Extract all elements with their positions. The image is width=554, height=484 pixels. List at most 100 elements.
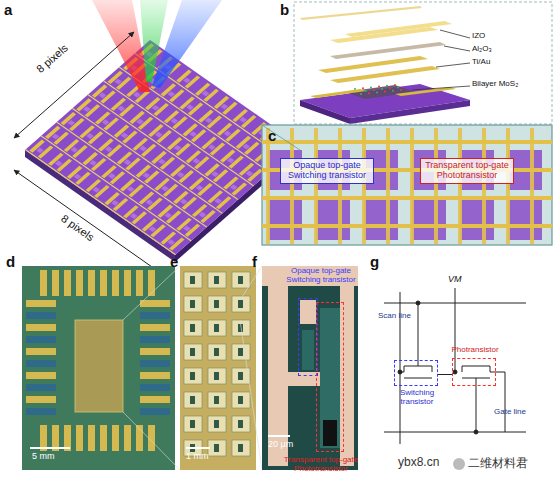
illustration-shape [508,200,542,240]
illustration-shape [262,128,552,244]
illustration-shape [183,123,199,136]
callout-box: Opaque top-gate Switching transistor [280,158,374,184]
illustration-shape [129,111,145,124]
illustration-shape [158,205,174,218]
illustration-shape [86,179,102,192]
illustration-shape [397,87,399,89]
illustration-shape [171,118,179,124]
illustration-shape [83,106,91,112]
light-beams [92,0,222,92]
illustration-shape [95,111,111,124]
illustration-shape [338,128,342,244]
illustration-shape [100,425,107,451]
illustration-shape [76,98,92,111]
illustration-shape [410,128,414,244]
panel-letter: d [6,254,15,271]
illustration-shape [75,320,123,412]
illustration-shape [362,128,366,244]
illustration-shape [217,123,233,136]
illustration-shape [143,172,151,178]
illustration-shape [140,360,170,367]
node-text: Opaque top-gate Switching transistor [284,161,370,181]
illustration-shape [184,320,202,336]
illustration-shape [130,213,138,219]
illustration-shape [61,112,77,125]
illustration-shape [214,96,230,109]
illustration-shape [86,133,94,139]
illustration-shape [232,440,250,456]
illustration-shape [76,425,83,451]
illustration-shape [239,163,255,176]
illustration-shape [232,272,250,288]
illustration-shape [412,200,446,240]
panel-letter: a [4,2,12,19]
illustration-shape [190,276,195,284]
illustration-shape [505,372,506,432]
illustration-shape [179,96,195,109]
illustration-shape [199,212,207,218]
illustration-shape [55,161,63,167]
illustration-shape [474,430,478,434]
illustration-shape [238,348,243,356]
illustration-shape [323,420,337,446]
illustration-shape [404,366,432,372]
illustration-shape [350,100,470,124]
illustration-shape [386,85,388,87]
illustration-shape [184,296,202,312]
illustration-shape [64,270,71,296]
illustration-shape [300,300,316,324]
illustration-shape [26,336,56,343]
illustration-shape [268,286,288,466]
illustration-shape [436,63,470,67]
scale-bar-label: 5 mm [32,452,55,462]
illustration-shape [164,212,172,218]
illustration-shape [151,151,167,164]
illustration-shape [208,272,226,288]
illustration-shape [345,21,452,37]
illustration-shape [240,266,262,300]
illustration-shape [133,138,149,151]
illustration-shape [146,199,154,205]
illustration-shape [112,270,119,296]
illustration-shape [230,184,238,190]
illustration-shape [26,312,56,319]
illustration-shape [102,119,110,125]
illustration-shape [444,46,470,51]
illustration-shape [88,425,95,451]
illustration-shape [418,303,419,366]
illustration-shape [93,187,101,193]
illustration-shape [316,200,350,240]
illustration-shape [192,204,208,217]
illustration-shape [140,324,170,331]
illustration-shape [368,92,370,94]
illustration-shape [140,408,170,415]
illustration-shape [67,166,83,179]
leader-lines [412,30,470,90]
pixel-micrograph [262,266,358,470]
illustration-shape [400,89,402,91]
illustration-shape [208,296,226,312]
illustration-shape [440,30,470,38]
illustration-shape [214,324,219,332]
illustration-shape [161,186,169,192]
illustration-shape [92,85,108,98]
illustration-shape [205,117,213,123]
illustration-shape [161,231,177,244]
illustration-shape [211,171,219,177]
illustration-shape [202,91,210,97]
illustration-shape [195,83,211,96]
illustration-shape [214,198,222,204]
illustration-shape [208,392,226,408]
chip-photo [22,266,180,470]
circuit-wire [438,374,452,375]
line-name: Scan line [378,312,412,321]
illustration-shape [174,145,182,151]
scale-bar-label: 20 μm [268,440,293,450]
illustration-shape [22,266,175,470]
callout-box: Transparent top-gate Phototransistor [420,158,514,184]
illustration-shape [140,336,170,343]
illustration-shape [300,100,350,124]
illustration-shape [117,151,133,164]
